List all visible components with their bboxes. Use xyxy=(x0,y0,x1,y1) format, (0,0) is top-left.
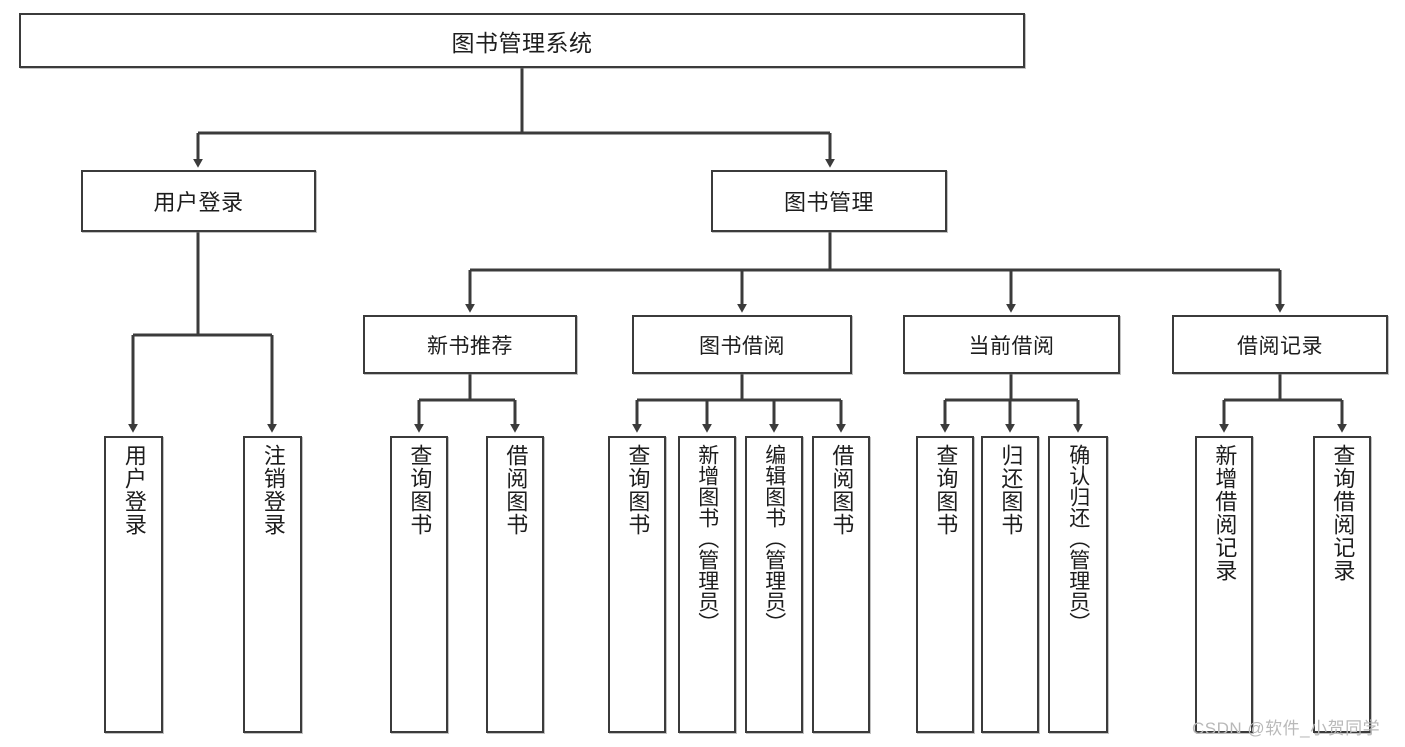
node-leaf-confirm-return-label: 确认归还（管理员） xyxy=(1066,444,1090,633)
node-leaf-query-borrow-record[interactable]: 查询借阅记录 xyxy=(1313,436,1371,733)
node-leaf-confirm-return[interactable]: 确认归还（管理员） xyxy=(1048,436,1108,733)
node-borrow-record-label: 借阅记录 xyxy=(1237,334,1323,358)
node-leaf-query-borrow-record-label: 查询借阅记录 xyxy=(1330,444,1356,582)
node-leaf-query-book-recommend[interactable]: 查询图书 xyxy=(390,436,448,733)
node-new-book-recommend-label: 新书推荐 xyxy=(427,334,513,358)
node-new-book-recommend[interactable]: 新书推荐 xyxy=(363,315,577,374)
node-root[interactable]: 图书管理系统 xyxy=(19,13,1025,68)
node-current-borrow[interactable]: 当前借阅 xyxy=(903,315,1120,374)
node-book-manage[interactable]: 图书管理 xyxy=(711,170,947,232)
node-book-borrow[interactable]: 图书借阅 xyxy=(632,315,852,374)
node-leaf-add-book-label: 新增图书（管理员） xyxy=(695,444,719,633)
node-leaf-edit-book[interactable]: 编辑图书（管理员） xyxy=(745,436,803,733)
node-leaf-add-book[interactable]: 新增图书（管理员） xyxy=(678,436,736,733)
node-root-label: 图书管理系统 xyxy=(451,29,593,56)
node-current-borrow-label: 当前借阅 xyxy=(968,334,1055,358)
node-book-manage-label: 图书管理 xyxy=(783,190,874,215)
node-leaf-add-borrow-record[interactable]: 新增借阅记录 xyxy=(1195,436,1253,733)
node-leaf-query-book-borrow[interactable]: 查询图书 xyxy=(608,436,666,733)
node-leaf-add-borrow-record-label: 新增借阅记录 xyxy=(1212,444,1238,582)
node-user-login[interactable]: 用户登录 xyxy=(81,170,316,232)
node-leaf-login[interactable]: 用户登录 xyxy=(104,436,163,733)
node-leaf-query-book-current[interactable]: 查询图书 xyxy=(916,436,974,733)
node-leaf-borrow-book-recommend-label: 借阅图书 xyxy=(503,444,529,536)
node-user-login-label: 用户登录 xyxy=(153,190,244,215)
node-leaf-query-book-borrow-label: 查询图书 xyxy=(625,444,651,536)
node-borrow-record[interactable]: 借阅记录 xyxy=(1172,315,1388,374)
node-leaf-query-book-recommend-label: 查询图书 xyxy=(407,444,433,536)
node-leaf-query-book-current-label: 查询图书 xyxy=(933,444,959,536)
node-leaf-borrow-book-label: 借阅图书 xyxy=(829,444,855,536)
node-leaf-borrow-book[interactable]: 借阅图书 xyxy=(812,436,870,733)
node-leaf-logout-label: 注销登录 xyxy=(260,444,286,536)
node-leaf-return-book-label: 归还图书 xyxy=(998,444,1024,536)
node-leaf-logout[interactable]: 注销登录 xyxy=(243,436,302,733)
node-leaf-login-label: 用户登录 xyxy=(121,444,147,536)
node-leaf-borrow-book-recommend[interactable]: 借阅图书 xyxy=(486,436,544,733)
watermark: CSDN @软件_小贺同学 xyxy=(1192,719,1381,738)
node-leaf-return-book[interactable]: 归还图书 xyxy=(981,436,1039,733)
node-leaf-edit-book-label: 编辑图书（管理员） xyxy=(762,444,786,633)
node-book-borrow-label: 图书借阅 xyxy=(699,334,785,358)
